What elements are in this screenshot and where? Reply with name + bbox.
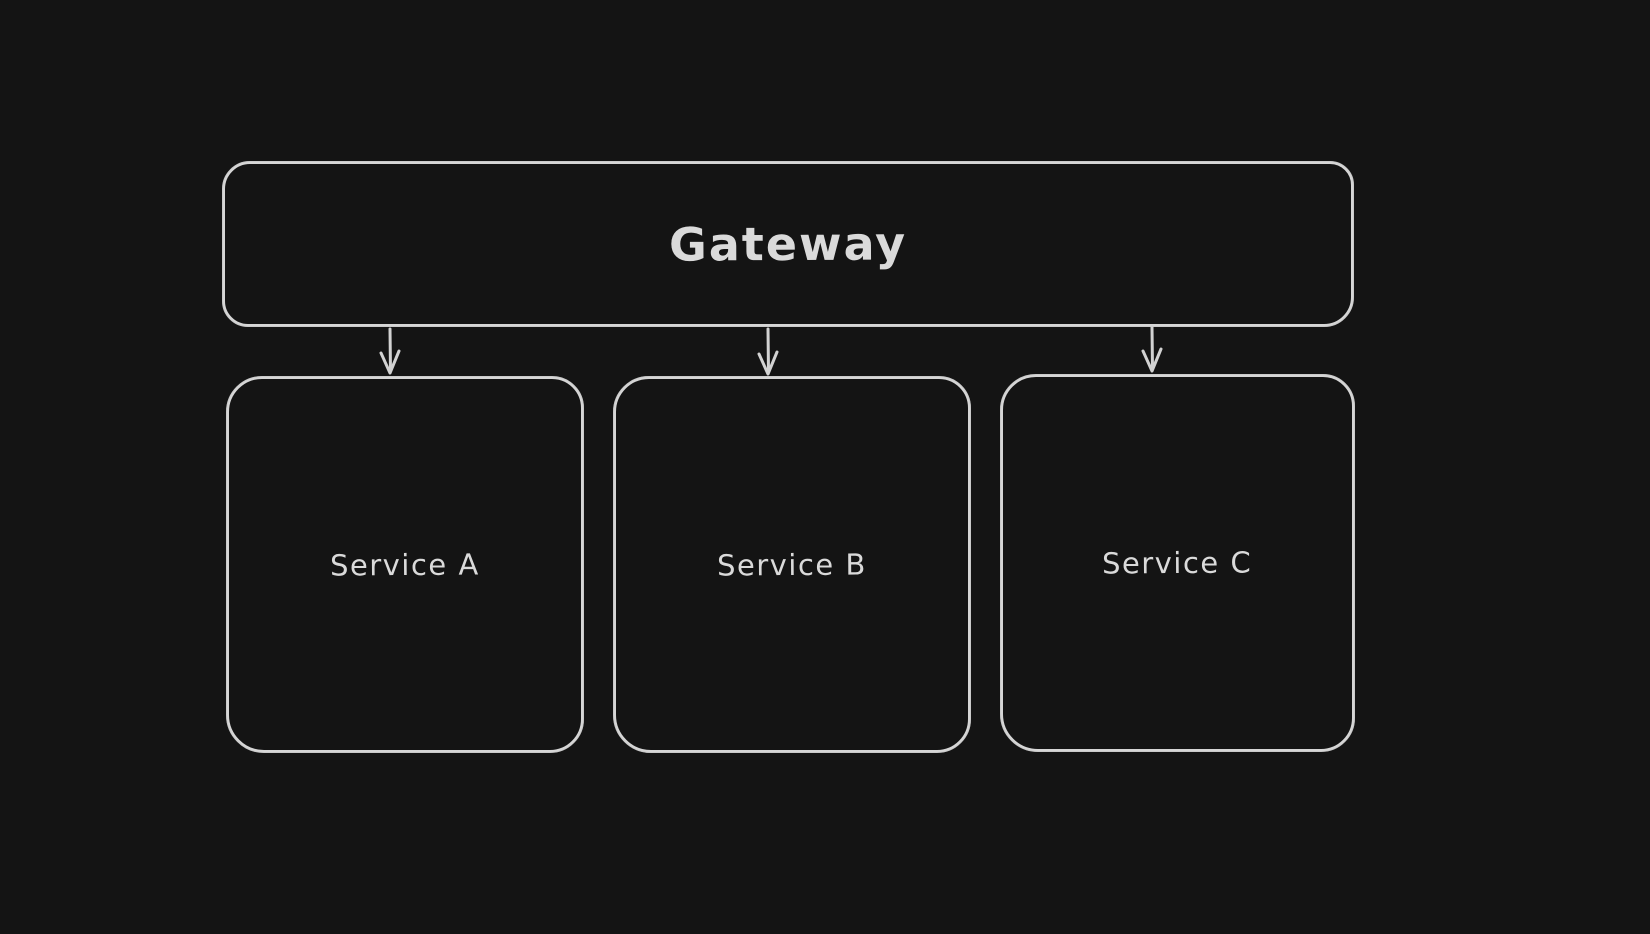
service-b-label: Service B [716, 546, 868, 583]
arrow-gateway-to-service-c[interactable] [1141, 325, 1163, 373]
service-a-label: Service A [330, 546, 480, 583]
service-b-node[interactable]: Service B [613, 376, 971, 753]
arrow-head [1141, 347, 1163, 373]
service-a-node[interactable]: Service A [226, 376, 584, 753]
service-c-label: Service C [1102, 545, 1253, 581]
arrow-head [757, 350, 779, 376]
arrow-head [379, 349, 401, 375]
arrow-line [1150, 325, 1154, 371]
arrow-gateway-to-service-b[interactable] [757, 327, 779, 376]
arrow-line [388, 327, 392, 373]
gateway-label: Gateway [668, 216, 908, 272]
service-c-node[interactable]: Service C [1000, 374, 1355, 752]
arrow-gateway-to-service-a[interactable] [379, 327, 401, 375]
gateway-node[interactable]: Gateway [222, 161, 1354, 327]
arrow-line [766, 327, 770, 374]
